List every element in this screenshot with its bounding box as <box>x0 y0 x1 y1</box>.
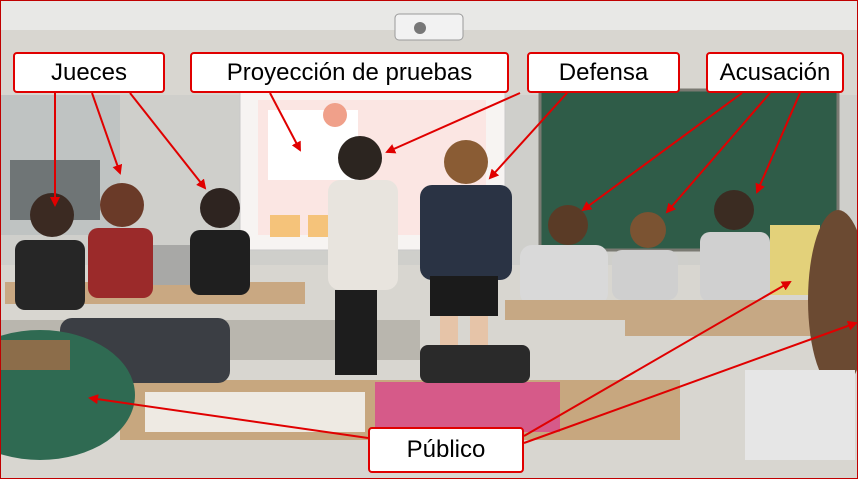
annotation-arrows <box>50 92 858 444</box>
judge-3 <box>190 188 250 295</box>
arrow-publico-1 <box>88 394 369 439</box>
judge-2 <box>88 183 153 298</box>
audience-student-left <box>0 330 135 460</box>
arrow-acusacion-2 <box>665 92 771 214</box>
projector <box>394 13 464 41</box>
arrow-publico-2 <box>523 280 792 437</box>
audience-student-right <box>745 210 858 460</box>
label-proyeccion-de-pruebas: Proyección de pruebas <box>190 52 509 93</box>
defense-student-2 <box>420 140 512 346</box>
arrow-jueces-3 <box>129 92 207 190</box>
chalkboard <box>538 88 840 252</box>
label-jueces: Jueces <box>13 52 165 93</box>
arrow-defensa-2 <box>488 92 568 180</box>
prosecution-student-3 <box>700 190 770 302</box>
arrow-acusacion-3 <box>755 92 801 194</box>
arrow-proyeccion <box>269 92 301 152</box>
judge-1 <box>15 193 85 310</box>
arrow-acusacion-1 <box>581 92 743 212</box>
defense-student-1 <box>328 136 398 375</box>
prosecution-student-1 <box>520 205 608 305</box>
arrow-defensa-1 <box>385 92 521 154</box>
prosecution-student-2 <box>612 212 678 300</box>
arrow-publico-3 <box>523 321 858 444</box>
label-defensa: Defensa <box>527 52 680 93</box>
label-publico: Público <box>368 427 524 473</box>
label-acusacion: Acusación <box>706 52 844 93</box>
arrow-jueces-2 <box>91 92 123 175</box>
